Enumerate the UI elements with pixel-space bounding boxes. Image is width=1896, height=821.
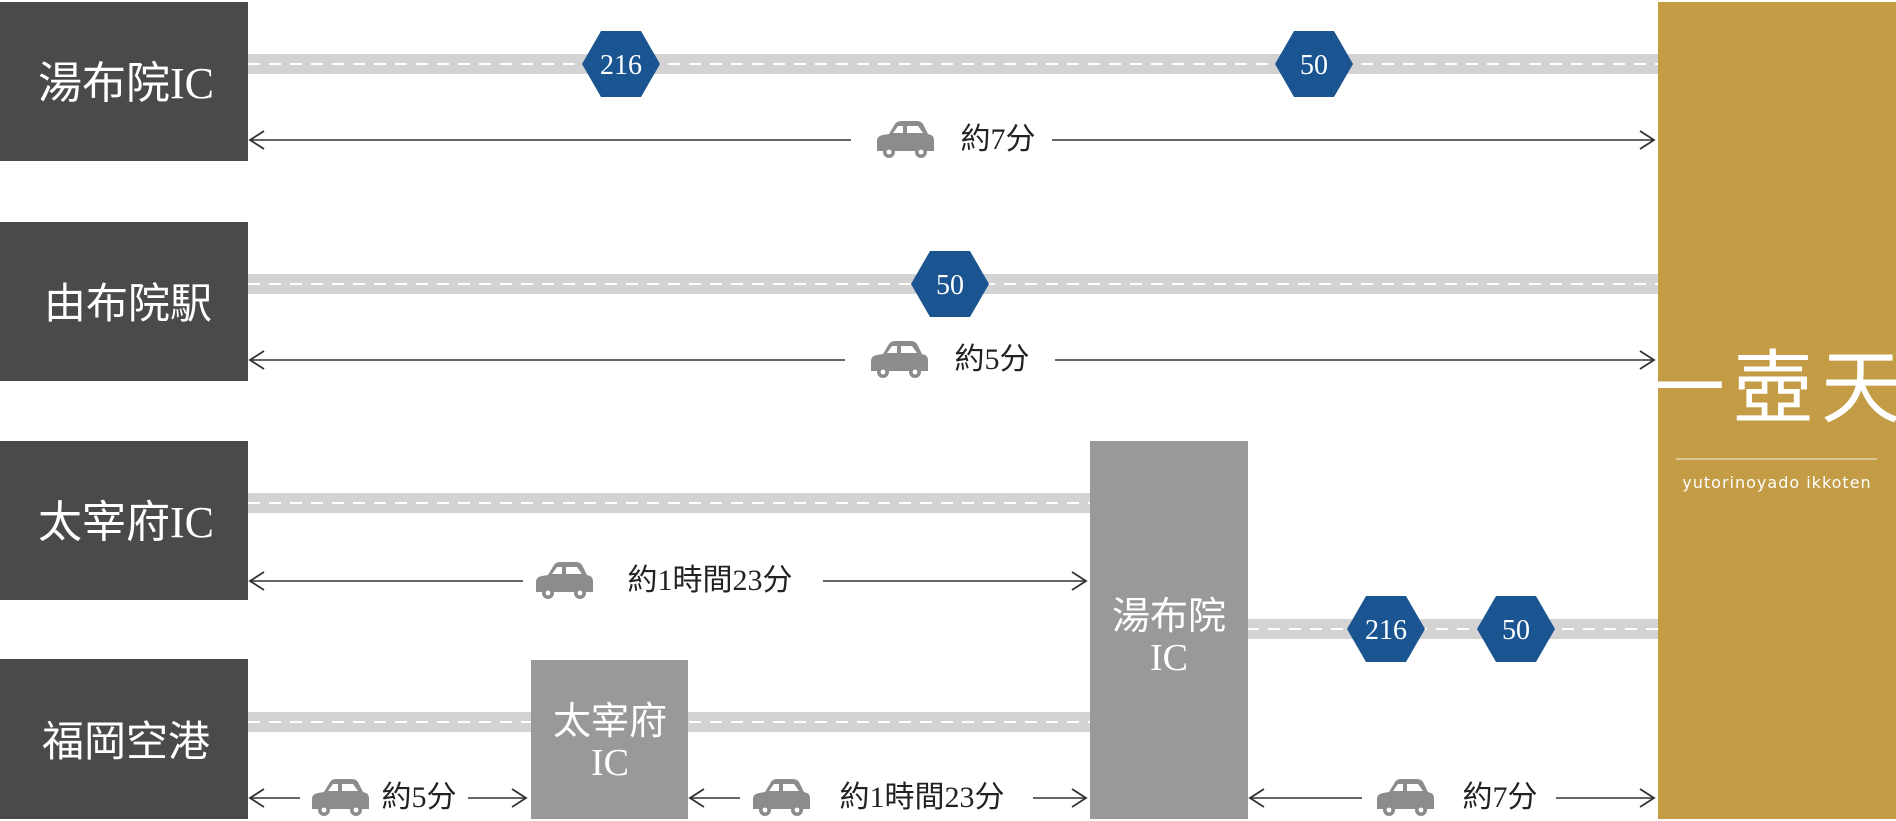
- origin-box-yufuin-ic: 湯布院IC: [0, 2, 248, 161]
- route-number: 216: [1365, 615, 1407, 646]
- distance-arrow-yufuin-ic-to-hotel: 約7分: [1248, 779, 1656, 816]
- car-icon: [1377, 779, 1434, 816]
- origin-label: 太宰府IC: [38, 498, 214, 547]
- car-icon: [871, 341, 928, 378]
- travel-time: 約1時間23分: [628, 564, 793, 597]
- route-number: 50: [1300, 50, 1328, 81]
- waypoint-box-dazaifu-ic: 太宰府 IC: [531, 660, 688, 819]
- route-shield-icon: 50: [911, 251, 989, 317]
- destination-romaji: yutorinoyado ikkoten: [1682, 473, 1871, 492]
- origin-label: 湯布院IC: [38, 59, 214, 108]
- waypoint-label-line1: 太宰府: [553, 701, 667, 743]
- origin-box-fukuoka-airport: 福岡空港: [0, 659, 248, 819]
- route-number: 216: [600, 50, 642, 81]
- distance-arrow-dazaifu-ic: 約1時間23分: [248, 562, 1088, 599]
- origin-box-yufuin-station: 由布院駅: [0, 222, 248, 381]
- car-icon: [536, 562, 593, 599]
- destination-logo: 一壺天: [1645, 346, 1896, 434]
- travel-time: 約7分: [961, 123, 1036, 156]
- origin-box-dazaifu-ic: 太宰府IC: [0, 441, 248, 600]
- road-yufuin-ic: [248, 54, 1658, 74]
- origin-label: 由布院駅: [44, 281, 212, 328]
- route-shield-icon: 50: [1275, 31, 1353, 97]
- roads: [248, 54, 1658, 732]
- distance-arrow-fukuoka-airport: 約5分: [248, 779, 528, 816]
- travel-time: 約7分: [1463, 781, 1538, 814]
- road-dazaifu-ic: [248, 493, 1090, 513]
- road-yufuin-to-hotel: [1247, 619, 1658, 639]
- car-icon: [753, 779, 810, 816]
- route-shield-icon: 50: [1477, 596, 1555, 662]
- travel-time: 約5分: [382, 781, 457, 814]
- car-icon: [877, 121, 934, 158]
- route-shield-icon: 216: [582, 31, 660, 97]
- origin-label: 福岡空港: [42, 719, 210, 766]
- waypoint-label-line2: IC: [591, 742, 629, 784]
- distance-arrow-dazaifu-to-yufuin: 約1時間23分: [688, 779, 1088, 816]
- car-icon: [312, 779, 369, 816]
- travel-time: 約5分: [955, 343, 1030, 376]
- waypoint-label-line1: 湯布院: [1112, 596, 1226, 638]
- destination-panel: 一壺天 yutorinoyado ikkoten: [1645, 2, 1896, 819]
- route-number: 50: [1502, 615, 1530, 646]
- distance-arrow-yufuin-ic: 約7分: [248, 121, 1656, 158]
- waypoint-box-yufuin-ic: 湯布院 IC: [1090, 441, 1248, 819]
- waypoint-label-line2: IC: [1150, 637, 1188, 679]
- route-shield-icon: 216: [1347, 596, 1425, 662]
- distance-arrow-yufuin-station: 約5分: [248, 341, 1656, 378]
- route-number: 50: [936, 270, 964, 301]
- travel-time: 約1時間23分: [840, 781, 1005, 814]
